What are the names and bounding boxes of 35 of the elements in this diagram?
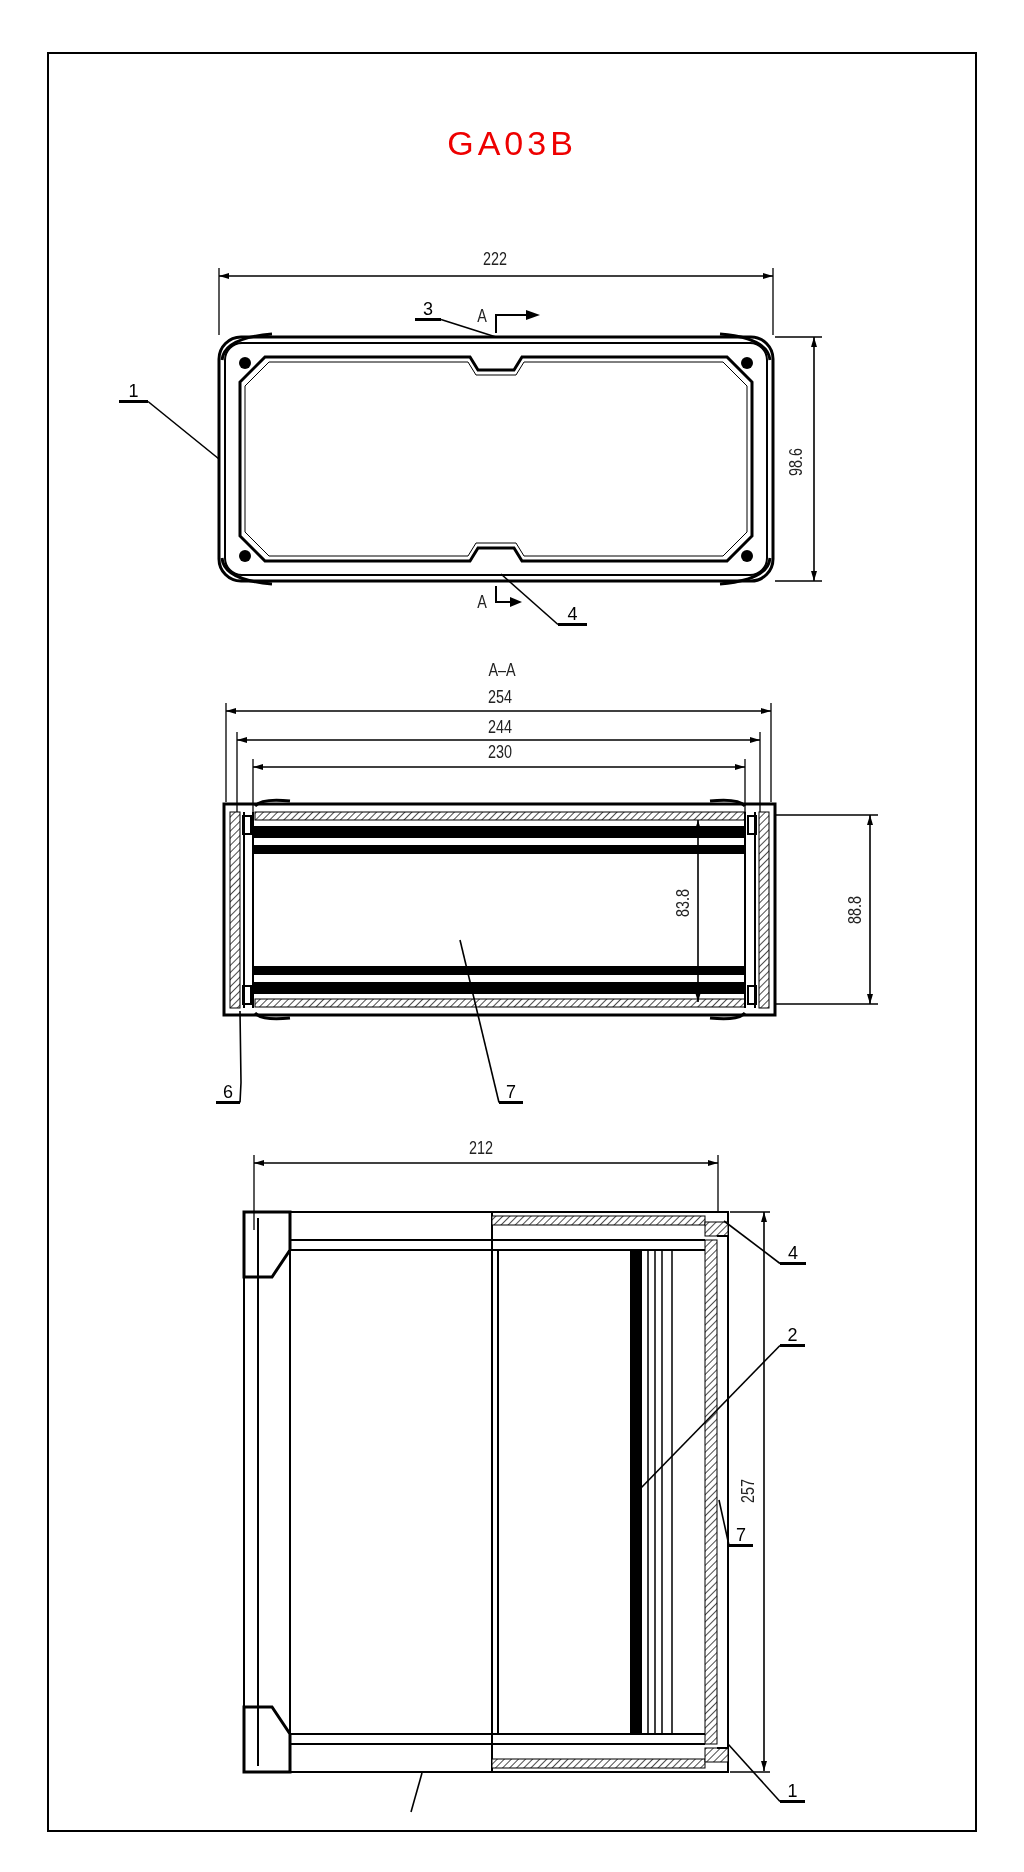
leader-line xyxy=(440,318,497,338)
callout-number: 2 xyxy=(780,1325,805,1347)
dimension-text: 222 xyxy=(483,249,508,269)
leader-line xyxy=(459,939,500,1104)
drawing-title: GA03B xyxy=(446,124,578,163)
dimension-text: 88.8 xyxy=(844,896,864,924)
leader-line xyxy=(639,1344,781,1490)
leader-line xyxy=(147,400,220,460)
section-letter: A xyxy=(477,592,487,612)
dimension-text: 83.8 xyxy=(672,889,692,917)
callout-number: 7 xyxy=(729,1525,753,1547)
enclosure-section-drawing xyxy=(222,798,777,1021)
callout-number: 1 xyxy=(780,1781,805,1803)
dimension-text: 98.6 xyxy=(785,448,805,476)
callout-number: 6 xyxy=(216,1082,240,1104)
leader-line xyxy=(239,1010,242,1104)
leader-line xyxy=(500,573,559,626)
callout-number: 3 xyxy=(415,299,441,321)
section-title: A–A xyxy=(488,660,516,680)
callout-number: 1 xyxy=(119,381,148,403)
enclosure-side-view-drawing xyxy=(242,1210,729,1774)
dimension-text: 257 xyxy=(738,1479,758,1503)
leader-line xyxy=(410,1772,423,1813)
section-letter: A xyxy=(477,306,487,326)
callout-number: 4 xyxy=(558,604,587,626)
leader-line xyxy=(718,1499,730,1547)
enclosure-top-view-drawing xyxy=(217,332,775,586)
dimension-text: 244 xyxy=(488,717,513,737)
callout-number: 7 xyxy=(499,1082,523,1104)
dimension-text: 254 xyxy=(488,687,513,707)
dimension-text: 212 xyxy=(469,1138,494,1158)
leader-line xyxy=(723,1220,781,1265)
callout-number: 4 xyxy=(780,1243,806,1265)
leader-line xyxy=(727,1743,781,1803)
dimension-text: 230 xyxy=(488,742,513,762)
